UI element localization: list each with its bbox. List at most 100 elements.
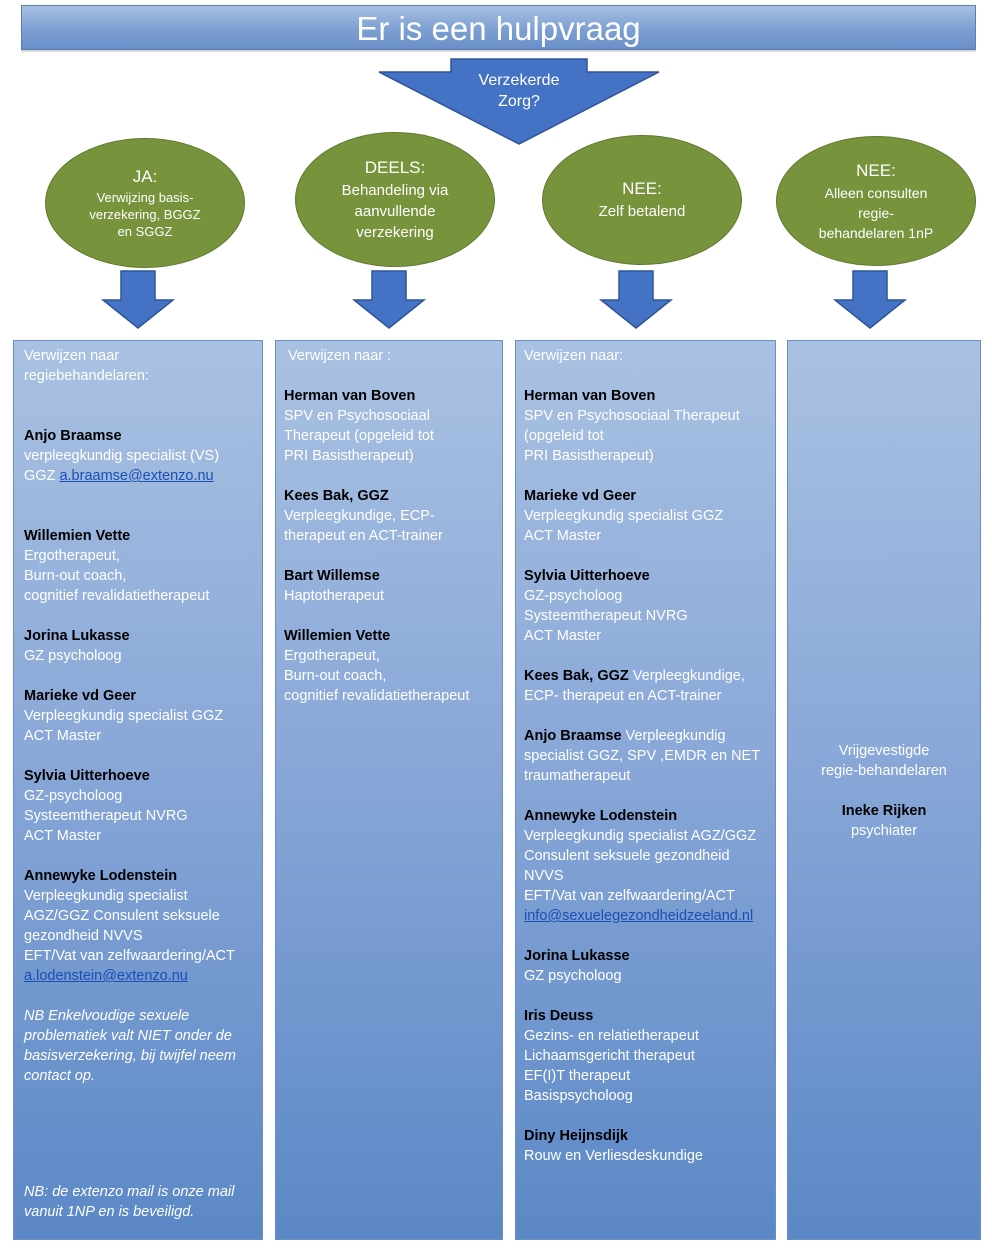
entry-line: Verpleegkundig: [621, 728, 726, 744]
entry-line: cognitief revalidatietherapeut: [24, 588, 210, 604]
oval-text: Alleen consulten regie- behandelaren 1nP: [819, 183, 933, 243]
entry-line: Gezins- en relatietherapeut: [524, 1028, 699, 1044]
oval-title: JA:: [132, 167, 158, 186]
question-arrow: [378, 58, 660, 145]
down-arrow-icon: [833, 270, 907, 329]
note-line: contact op.: [24, 1068, 95, 1084]
email-link[interactable]: a.braamse@extenzo.nu: [59, 468, 214, 484]
entry-card: Kees Bak, GGZ Verpleegkundige, ECP- ther…: [284, 486, 494, 546]
entry-name: Annewyke Lodenstein: [24, 868, 178, 884]
entry-line: Verpleegkundig specialist AGZ/GGZ: [524, 828, 757, 844]
email-link[interactable]: a.lodenstein@extenzo.nu: [24, 968, 188, 984]
entry-line: Rouw en Verliesdeskundige: [524, 1148, 703, 1164]
entry-card: Kees Bak, GGZ Verpleegkundige, ECP- ther…: [524, 666, 767, 706]
oval-line: en SGGZ: [117, 224, 173, 239]
oval-line: Zelf betalend: [598, 203, 686, 220]
entry-line: GZ-psycholoog: [524, 588, 623, 604]
email-link[interactable]: info@sexuelegezondheidzeeland.nl: [524, 908, 754, 924]
entry-line: GZ-psycholoog: [24, 788, 123, 804]
entry-line: cognitief revalidatietherapeut: [284, 688, 470, 704]
note-line: vanuit 1NP en is beveiligd.: [24, 1204, 195, 1220]
entry-line: Ergotherapeut,: [284, 648, 380, 664]
entry-name: Bart Willemse: [284, 568, 380, 584]
note-sexuele-problematiek: NB Enkelvoudige sexuele problematiek val…: [24, 1006, 254, 1086]
note-line: NB Enkelvoudige sexuele: [24, 1008, 190, 1024]
entry-line: Basispsycholoog: [524, 1088, 633, 1104]
entry-card: Marieke vd Geer Verpleegkundig specialis…: [524, 486, 767, 546]
entry-card: Marieke vd Geer Verpleegkundig specialis…: [24, 686, 254, 746]
column-nee-consulten: Vrijgevestigde regie-behandelaren Ineke …: [787, 340, 981, 1240]
entry-card: Annewyke Lodenstein Verpleegkundig speci…: [524, 806, 767, 926]
oval-nee-zelf: NEE: Zelf betalend: [542, 135, 742, 265]
entry-name: Anjo Braamse: [24, 428, 122, 444]
entry-card: Herman van Boven SPV en Psychosociaal Th…: [524, 386, 767, 466]
oval-line: Verwijzing basis-: [96, 190, 194, 205]
entry-card: Diny Heijnsdijk Rouw en Verliesdeskundig…: [524, 1126, 767, 1166]
entry-line: Haptotherapeut: [284, 588, 384, 604]
column-intro: Verwijzen naar:: [524, 348, 624, 364]
entry-card: Jorina Lukasse GZ psycholoog: [524, 946, 767, 986]
oval-line: regie-: [858, 204, 894, 221]
column-line: regie-behandelaren: [821, 763, 947, 779]
entry-name: Iris Deuss: [524, 1008, 594, 1024]
entry-line: Verpleegkundige, ECP-: [284, 508, 435, 524]
title-shadow: [21, 50, 976, 53]
entry-line: GGZ: [24, 468, 60, 484]
down-arrow-icon: [599, 270, 673, 329]
entry-line: EFT/Vat van zelfwaardering/ACT: [524, 888, 735, 904]
entry-line: Consulent seksuele gezondheid: [524, 848, 730, 864]
entry-line: ACT Master: [524, 528, 602, 544]
entry-card: Annewyke Lodenstein Verpleegkundig speci…: [24, 866, 254, 986]
entry-line: SPV en Psychosociaal Therapeut: [524, 408, 740, 424]
entry-card: Iris Deuss Gezins- en relatietherapeut L…: [524, 1006, 767, 1106]
oval-title: NEE:: [856, 160, 896, 180]
oval-line: behandelaren 1nP: [818, 224, 934, 241]
entry-name: Sylvia Uitterhoeve: [524, 568, 650, 584]
entry-line: verpleegkundig specialist (VS): [24, 448, 220, 464]
question-label: Verzekerde Zorg?: [440, 70, 598, 112]
oval-ja: JA: Verwijzing basis- verzekering, BGGZ …: [45, 138, 245, 268]
entry-card: Bart Willemse Haptotherapeut: [284, 566, 494, 606]
column-ja: Verwijzen naar regiebehandelaren: Anjo B…: [13, 340, 263, 1240]
entry-line: PRI Basistherapeut): [284, 448, 414, 464]
page-title: Er is een hulpvraag: [21, 5, 976, 50]
entry-name: Diny Heijnsdijk: [524, 1128, 628, 1144]
column-text: Vrijgevestigde regie-behandelaren Ineke …: [788, 741, 980, 841]
entry-name: Anjo Braamse: [524, 728, 622, 744]
oval-line: Behandeling via: [341, 181, 449, 199]
column-deels: Verwijzen naar : Herman van Boven SPV en…: [275, 340, 503, 1240]
entry-card: Herman van Boven SPV en Psychosociaal Th…: [284, 386, 494, 466]
entry-card: Sylvia Uitterhoeve GZ-psycholoog Systeem…: [24, 766, 254, 846]
entry-line: ACT Master: [24, 828, 102, 844]
oval-text: Verwijzing basis- verzekering, BGGZ en S…: [89, 189, 200, 240]
entry-line: ECP- therapeut en ACT-trainer: [524, 688, 722, 704]
oval-nee-consulten: NEE: Alleen consulten regie- behandelare…: [776, 136, 976, 266]
column-intro: Verwijzen naar :: [288, 348, 392, 364]
oval-text: Behandeling via aanvullende verzekering: [342, 180, 449, 243]
question-line-1: Verzekerde: [478, 72, 560, 89]
entry-name: Herman van Boven: [524, 388, 656, 404]
oval-deels: DEELS: Behandeling via aanvullende verze…: [295, 132, 495, 267]
note-line: problematiek valt NIET onder de: [24, 1028, 232, 1044]
entry-name: Annewyke Lodenstein: [524, 808, 678, 824]
entry-line: GZ psycholoog: [524, 968, 622, 984]
entry-line: SPV en Psychosociaal: [284, 408, 430, 424]
entry-line: therapeut en ACT-trainer: [284, 528, 443, 544]
entry-line: Verpleegkundig specialist: [24, 888, 188, 904]
oval-line: verzekering: [356, 223, 434, 241]
entry-line: Burn-out coach,: [24, 568, 127, 584]
entry-line: Ergotherapeut,: [24, 548, 120, 564]
oval-line: Alleen consulten: [824, 184, 928, 201]
entry-name: Ineke Rijken: [841, 803, 927, 819]
question-line-2: Zorg?: [498, 93, 540, 110]
entry-line: AGZ/GGZ Consulent seksuele: [24, 908, 220, 924]
entry-name: Willemien Vette: [24, 528, 131, 544]
oval-title: NEE:: [622, 179, 662, 198]
entry-card: Sylvia Uitterhoeve GZ-psycholoog Systeem…: [524, 566, 767, 646]
entry-name: Marieke vd Geer: [524, 488, 637, 504]
entry-name: Sylvia Uitterhoeve: [24, 768, 150, 784]
entry-name: Kees Bak, GGZ: [284, 488, 389, 504]
entry-card: Anjo Braamse verpleegkundig specialist (…: [24, 426, 254, 486]
entry-line: PRI Basistherapeut): [524, 448, 654, 464]
entry-line: (opgeleid tot: [524, 428, 604, 444]
